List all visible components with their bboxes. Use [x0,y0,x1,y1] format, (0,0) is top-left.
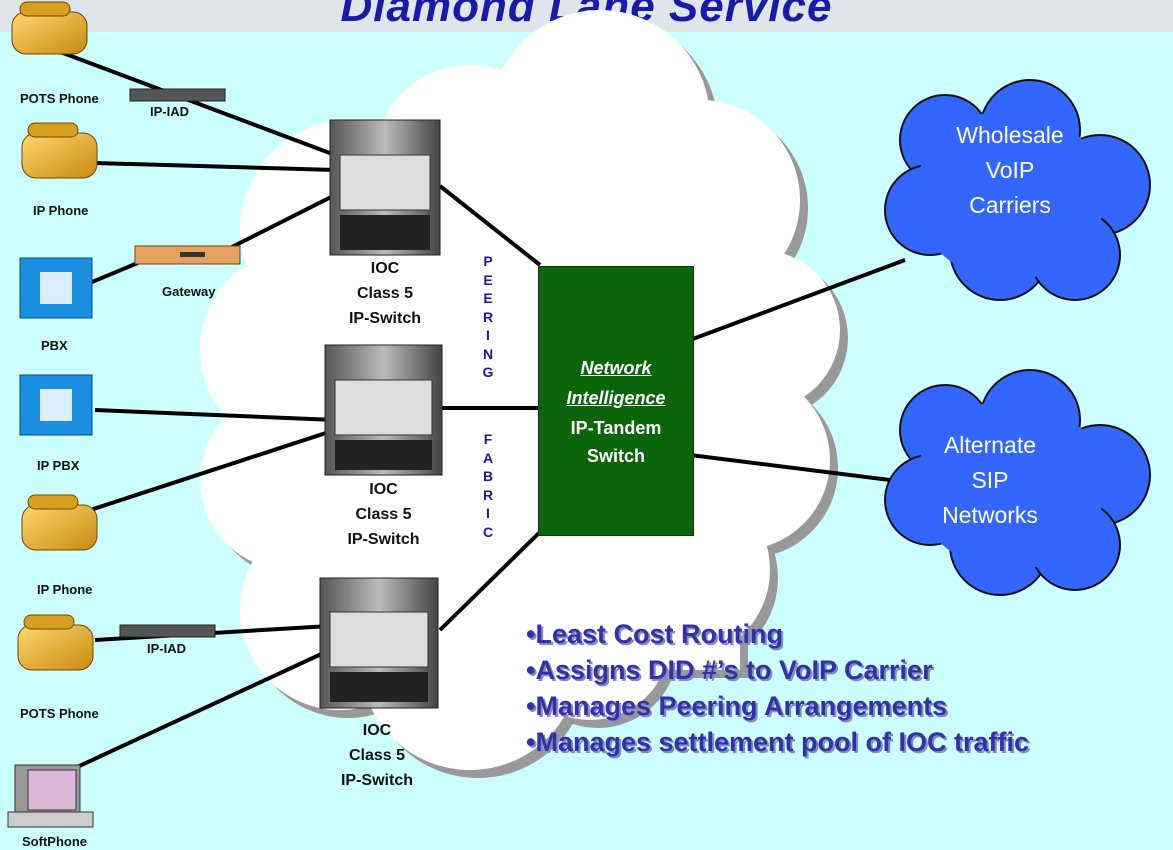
switch-2-line1: IOC [369,481,398,498]
switch-2-line2: Class 5 [355,506,412,523]
fabric-letter: C [482,523,494,540]
ip-pbx-icon [19,374,93,436]
switch-2-line3: IP-Switch [347,531,420,548]
pots-phone-bottom-icon [17,614,94,671]
wholesale-cloud-fill [915,110,1105,280]
ip-iad-bottom-label: IP-IAD [147,641,186,656]
switch-1-label: IOC Class 5 IP-Switch [330,256,440,331]
ip-phone-top-label: IP Phone [33,203,89,218]
cloud-2-line3: Networks [942,502,1038,528]
fabric-letter: R [482,486,494,503]
bullet-item: •Least Cost Routing [526,619,783,649]
peering-letter: R [482,308,494,325]
bullet-item: •Assigns DID #’s to VoIP Carrier [526,655,933,685]
switch-chassis-2 [324,344,443,476]
tandem-line-switch: Switch [586,446,645,466]
switch-3-label: IOC Class 5 IP-Switch [322,718,432,793]
ip-tandem-switch-box: Network Intelligence IP-Tandem Switch [538,266,694,536]
fabric-vertical-label: F A B R I C [478,430,498,541]
ip-phone-bottom-label: IP Phone [37,582,93,597]
gateway-icon [134,245,241,265]
bullet-item: •Manages settlement pool of IOC traffic [526,727,1030,757]
switch-1-line1: IOC [370,260,400,277]
connections [54,48,906,770]
pots-phone-top-icon [11,1,88,55]
tandem-line-network: Network [580,358,652,378]
switch-3-line1: IOC [362,722,392,739]
cloud-1-line2: VoIP [985,157,1035,183]
pots-phone-top-label: POTS Phone [20,91,99,106]
peering-letter: I [486,327,490,343]
cloud-2-line2: SIP [971,467,1009,493]
peering-letter: E [483,290,493,306]
ip-phone-bottom-icon [21,494,98,551]
ip-iad-bottom-icon [119,624,216,638]
alternate-cloud-fill [915,400,1105,570]
peering-letter: G [482,364,494,380]
switch-chassis-1 [329,119,441,256]
ip-phone-top-icon [21,122,98,179]
switch-3-line3: IP-Switch [340,772,413,789]
cloud-1-line3: Carriers [969,192,1051,218]
cloud-1-line1: Wholesale [956,122,1064,148]
wholesale-cloud-label: Wholesale VoIP Carriers [935,118,1085,223]
switch-chassis-3 [319,577,439,709]
fabric-letter: I [486,505,490,521]
switch-3-line2: Class 5 [348,747,406,764]
pots-phone-bottom-label: POTS Phone [20,706,99,721]
switch-2-label: IOC Class 5 IP-Switch [325,477,442,552]
cloud-2-line1: Alternate [943,432,1037,458]
peering-letter: P [483,253,493,269]
tandem-line-intelligence: Intelligence [566,388,666,408]
peering-letter: N [482,345,494,362]
fabric-letter: F [483,431,493,447]
bullet-item: •Manages Peering Arrangements [526,691,948,721]
tandem-line-iptandem: IP-Tandem [570,418,662,438]
pbx-icon [19,257,93,319]
gateway-label: Gateway [162,284,216,299]
fabric-letter: B [482,468,494,484]
switch-1-line3: IP-Switch [348,310,421,327]
ip-pbx-label: IP PBX [37,458,80,473]
fabric-letter: A [482,449,494,466]
ip-iad-top-label: IP-IAD [150,104,189,119]
softphone-label: SoftPhone [22,834,87,849]
switch-1-line2: Class 5 [356,285,414,302]
pbx-label: PBX [41,338,68,353]
alternate-cloud-label: Alternate SIP Networks [915,428,1065,533]
peering-letter: E [483,271,493,288]
softphone-computer-icon [7,764,94,828]
ip-iad-top-icon [129,88,226,102]
feature-bullets: •Least Cost Routing •Assigns DID #’s to … [526,616,1029,760]
peering-vertical-label: P E E R I N G [478,252,498,382]
